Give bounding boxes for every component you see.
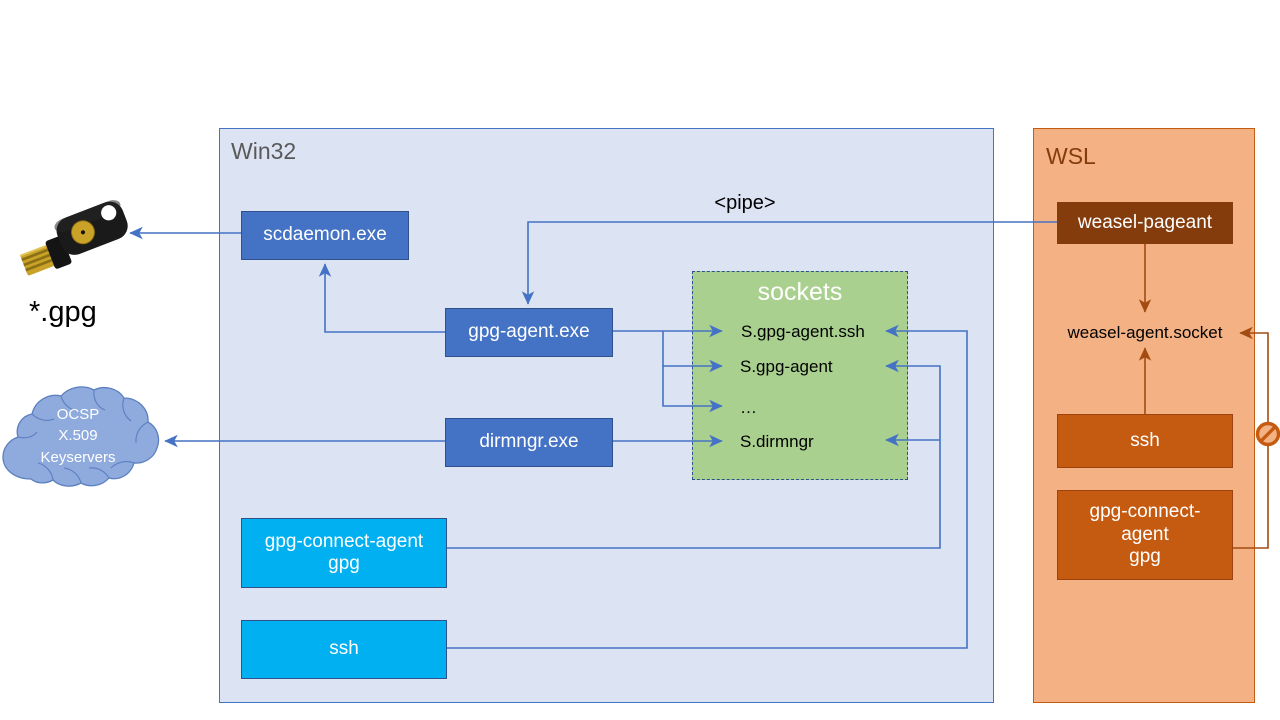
cloud-shape xyxy=(2,386,160,487)
node-dirmngr-exe[interactable]: dirmngr.exe xyxy=(445,418,613,467)
keyservers-cloud-text: OCSP X.509 Keyservers xyxy=(0,404,156,468)
cloud-line-x509: X.509 xyxy=(58,427,98,445)
node-gpg-connect-agent-wsl[interactable]: gpg-connect- agent gpg xyxy=(1057,490,1233,580)
sockets-group-title: sockets xyxy=(757,278,843,306)
node-gpg-agent-exe[interactable]: gpg-agent.exe xyxy=(445,308,613,357)
keyservers-cloud xyxy=(0,383,162,498)
node-ssh-win32[interactable]: ssh xyxy=(241,620,447,679)
no-entry-icon xyxy=(1255,421,1280,447)
node-scdaemon-exe[interactable]: scdaemon.exe xyxy=(241,211,409,260)
socket-item-ellipsis: … xyxy=(740,398,757,417)
weasel-agent-socket-label: weasel-agent.socket xyxy=(1067,323,1223,342)
node-weasel-pageant[interactable]: weasel-pageant xyxy=(1057,202,1233,244)
cloud-line-ocsp: OCSP xyxy=(56,406,100,423)
node-gpg-connect-agent-win32[interactable]: gpg-connect-agent gpg xyxy=(241,518,447,588)
socket-item-dirmngr: S.dirmngr xyxy=(740,432,814,451)
win32-panel-label: Win32 xyxy=(231,138,297,164)
socket-item-gpg-agent: S.gpg-agent xyxy=(740,357,833,376)
yubikey-token xyxy=(8,190,143,305)
cloud-line-keyservers: Keyservers xyxy=(40,448,116,466)
socket-item-gpg-agent-ssh: S.gpg-agent.ssh xyxy=(741,322,865,341)
yubikey-icon xyxy=(19,200,128,276)
gpg-file-label: *.gpg xyxy=(29,296,97,328)
pipe-connector-label: <pipe> xyxy=(714,192,776,214)
node-ssh-wsl[interactable]: ssh xyxy=(1057,414,1233,468)
wsl-panel-label: WSL xyxy=(1046,143,1096,169)
